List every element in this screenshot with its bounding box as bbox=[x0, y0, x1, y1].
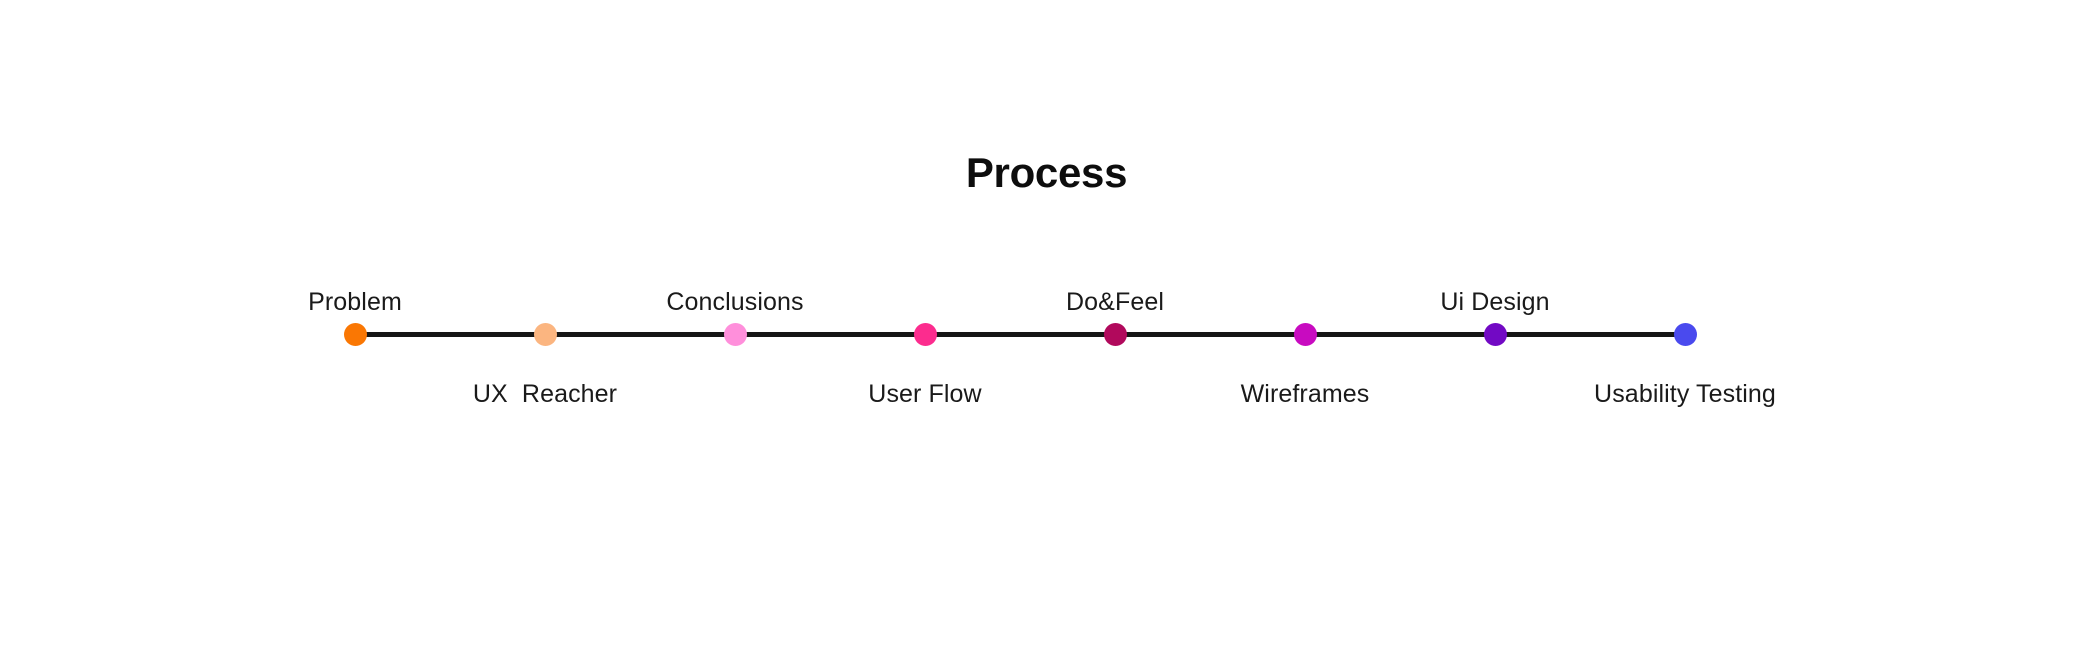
step-label: User Flow bbox=[868, 380, 982, 408]
step-label: Problem bbox=[308, 288, 402, 316]
step-dot-icon[interactable] bbox=[1484, 323, 1507, 346]
step-dot-icon[interactable] bbox=[914, 323, 937, 346]
page-title: Process bbox=[965, 149, 1128, 196]
step-dot-icon[interactable] bbox=[534, 323, 557, 346]
step-label: Usability Testing bbox=[1594, 380, 1776, 408]
step-label: Do&Feel bbox=[1066, 288, 1164, 316]
step-dot-icon[interactable] bbox=[1294, 323, 1317, 346]
step-label: Conclusions bbox=[666, 288, 804, 316]
step-dot-icon[interactable] bbox=[1104, 323, 1127, 346]
step-label: Ui Design bbox=[1440, 288, 1550, 316]
step-label: UX Reacher bbox=[472, 380, 618, 408]
timeline-axis-line bbox=[355, 332, 1685, 337]
step-label: Wireframes bbox=[1240, 380, 1370, 408]
step-dot-icon[interactable] bbox=[724, 323, 747, 346]
step-dot-icon[interactable] bbox=[1674, 323, 1697, 346]
step-dot-icon[interactable] bbox=[344, 323, 367, 346]
